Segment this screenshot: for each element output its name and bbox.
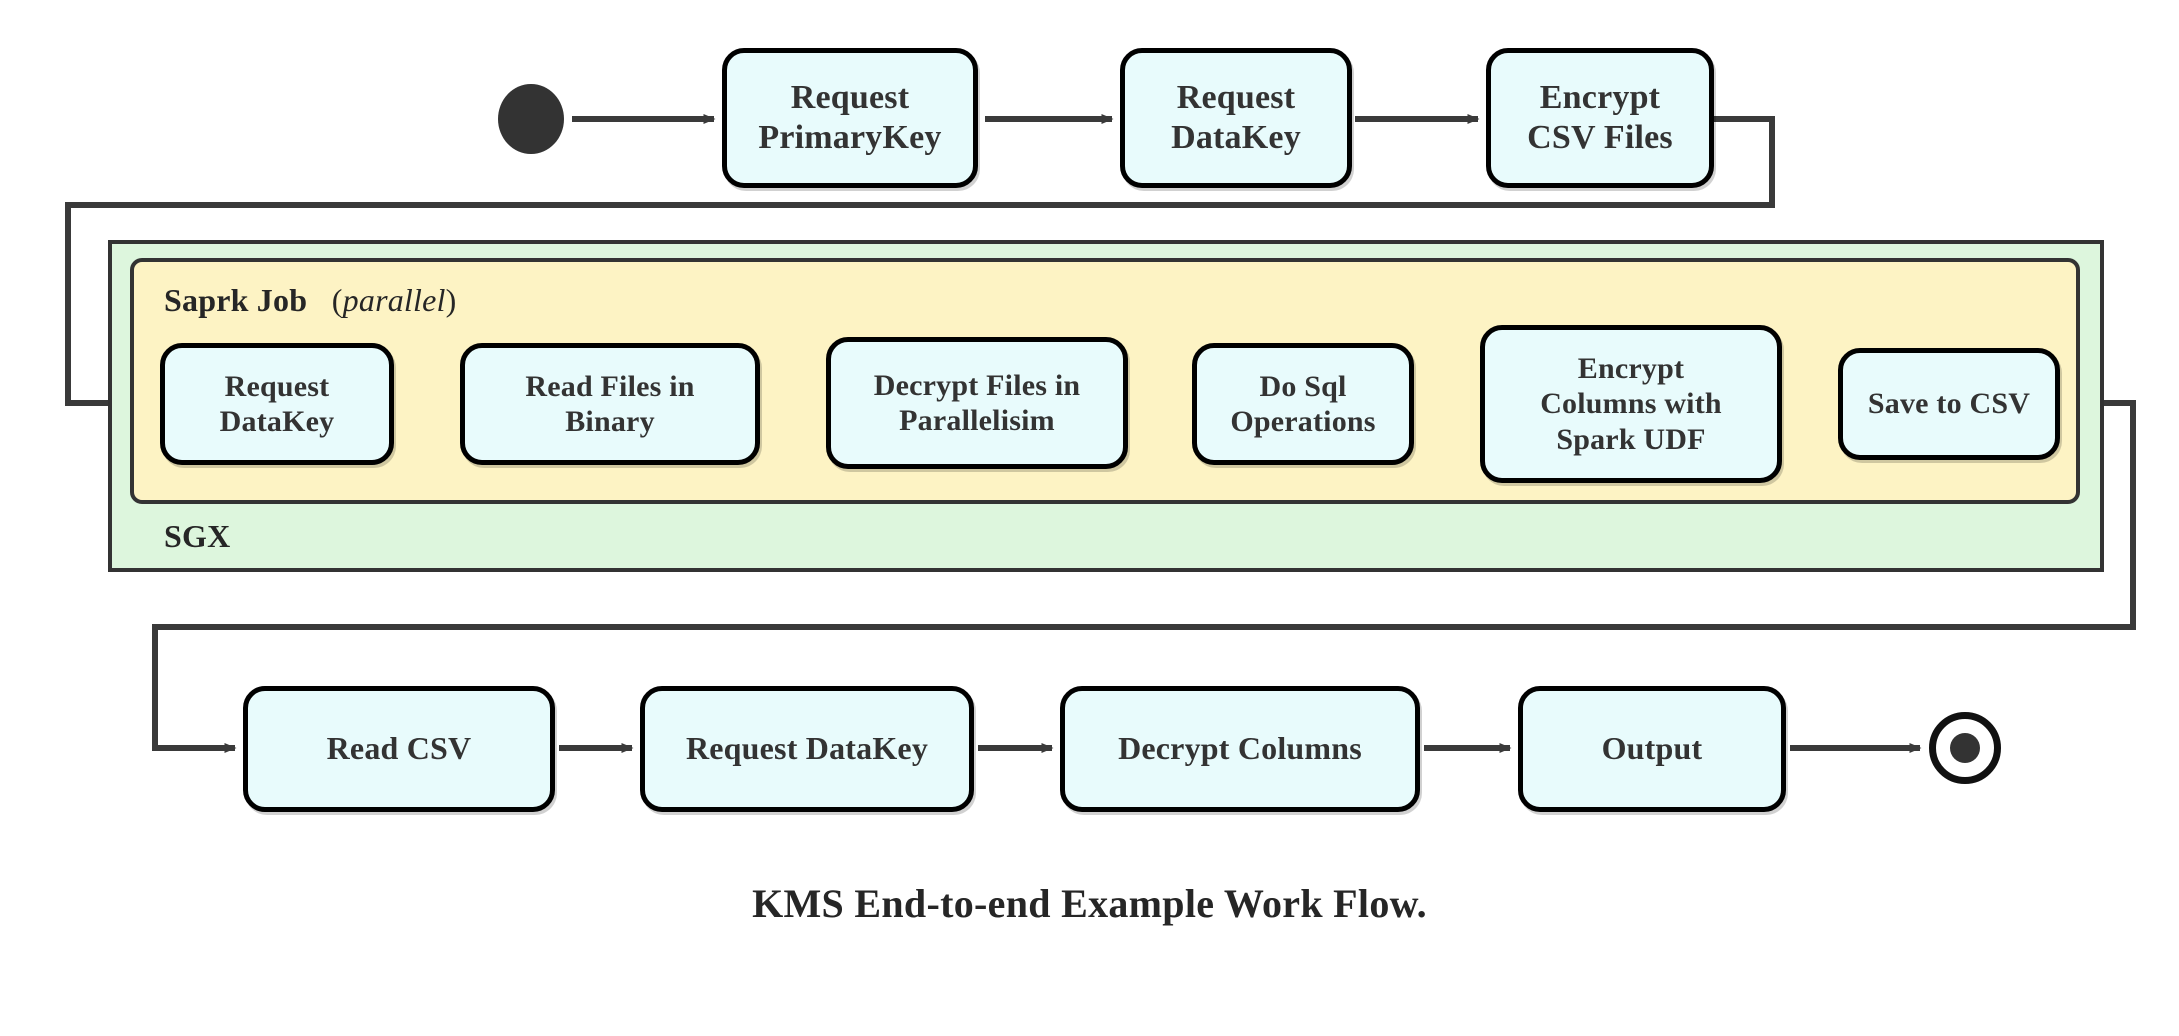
node-label-line: Decrypt Columns: [1118, 730, 1362, 767]
node-label-line: CSV Files: [1527, 119, 1673, 156]
container-sgx-label: SGX: [164, 518, 230, 555]
node-label-line: PrimaryKey: [758, 119, 942, 156]
node-read-files-in-binary[interactable]: Read Files in Binary: [460, 343, 760, 465]
node-label-line: Read Files in: [525, 369, 695, 403]
node-label-line: Request: [1176, 78, 1296, 116]
node-output[interactable]: Output: [1518, 686, 1786, 812]
node-label-line: Request: [224, 369, 330, 403]
node-read-csv[interactable]: Read CSV: [243, 686, 555, 812]
end-node-inner-dot: [1949, 732, 1981, 764]
node-label-line: Encrypt: [1539, 78, 1661, 116]
node-request-datakey-top[interactable]: Request DataKey: [1120, 48, 1352, 188]
start-node: [498, 84, 564, 154]
node-encrypt-columns-with-spark-udf[interactable]: Encrypt Columns with Spark UDF: [1480, 325, 1782, 483]
node-save-to-csv[interactable]: Save to CSV: [1838, 348, 2060, 460]
node-decrypt-columns[interactable]: Decrypt Columns: [1060, 686, 1420, 812]
node-label-line: Operations: [1230, 405, 1376, 438]
container-spark-job-label: Saprk Job (parallel): [164, 282, 456, 319]
node-label-line: DataKey: [219, 405, 335, 438]
container-spark-job-qualifier-text: parallel: [342, 282, 446, 318]
node-do-sql-operations[interactable]: Do Sql Operations: [1192, 343, 1414, 465]
node-request-datakey-bottom[interactable]: Request DataKey: [640, 686, 974, 812]
node-label-line: Columns with: [1540, 387, 1722, 421]
node-label-line: Encrypt: [1577, 351, 1685, 385]
node-label-line: Output: [1601, 730, 1703, 767]
diagram-caption-text: KMS End-to-end Example Work Flow.: [752, 881, 1427, 926]
node-label-line: Read CSV: [326, 730, 472, 767]
node-label-line: Spark UDF: [1556, 422, 1706, 456]
container-spark-job-qualifier: (parallel): [315, 282, 457, 318]
node-label-line: Decrypt Files in: [873, 368, 1081, 402]
node-label-line: Do Sql: [1259, 369, 1347, 403]
diagram-caption: KMS End-to-end Example Work Flow.: [0, 880, 2179, 927]
node-label-line: Request: [790, 78, 910, 116]
container-spark-job-label-text: Saprk Job: [164, 282, 308, 318]
node-label-line: Request DataKey: [685, 730, 929, 767]
container-sgx-label-text: SGX: [164, 518, 231, 554]
node-label-line: Parallelisim: [899, 404, 1055, 437]
node-encrypt-csv-files[interactable]: Encrypt CSV Files: [1486, 48, 1714, 188]
node-label-line: DataKey: [1171, 119, 1301, 156]
node-decrypt-files-in-parallelisim[interactable]: Decrypt Files in Parallelisim: [826, 337, 1128, 469]
node-label-line: Binary: [565, 405, 655, 438]
node-request-datakey-spark[interactable]: Request DataKey: [160, 343, 394, 465]
end-node: [1929, 712, 2001, 784]
node-label-line: Save to CSV: [1867, 387, 2031, 421]
node-request-primarykey[interactable]: Request PrimaryKey: [722, 48, 978, 188]
